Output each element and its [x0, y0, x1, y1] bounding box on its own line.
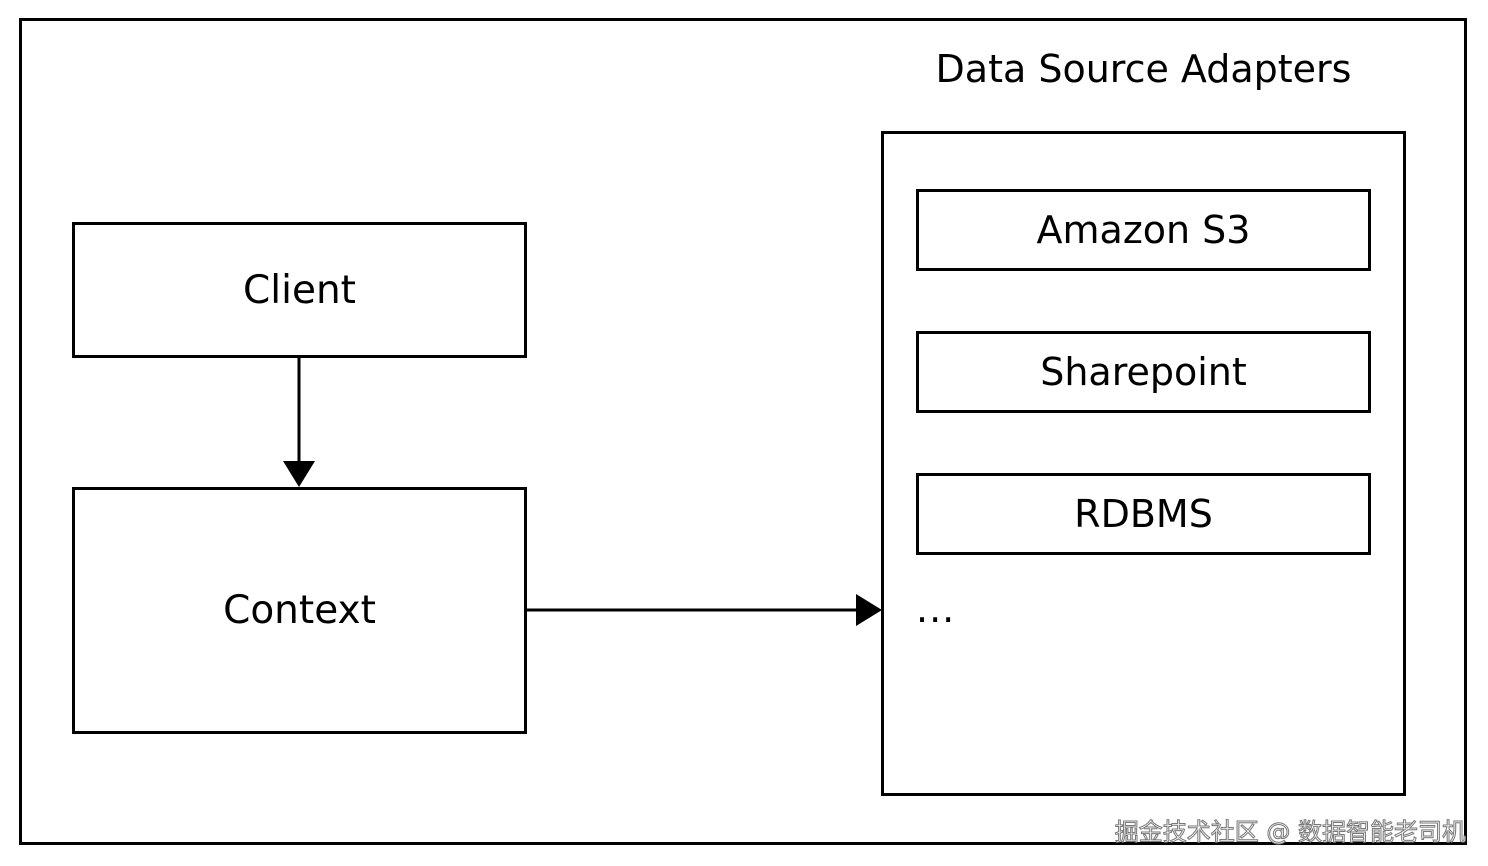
adapter-label: RDBMS — [1074, 492, 1213, 536]
adapter-label: Amazon S3 — [1036, 208, 1251, 252]
context-label: Context — [223, 588, 376, 633]
adapters-title: Data Source Adapters — [935, 47, 1352, 91]
client-box: Client — [72, 222, 527, 358]
adapter-sharepoint: Sharepoint — [916, 331, 1371, 413]
watermark: 掘金技术社区 @ 数据智能老司机 — [1114, 818, 1466, 846]
context-box: Context — [72, 487, 527, 734]
client-label: Client — [243, 267, 356, 313]
adapter-amazon-s3: Amazon S3 — [916, 189, 1371, 271]
adapter-rdbms: RDBMS — [916, 473, 1371, 555]
more-adapters-ellipsis: ... — [916, 587, 956, 631]
adapter-label: Sharepoint — [1040, 350, 1247, 394]
